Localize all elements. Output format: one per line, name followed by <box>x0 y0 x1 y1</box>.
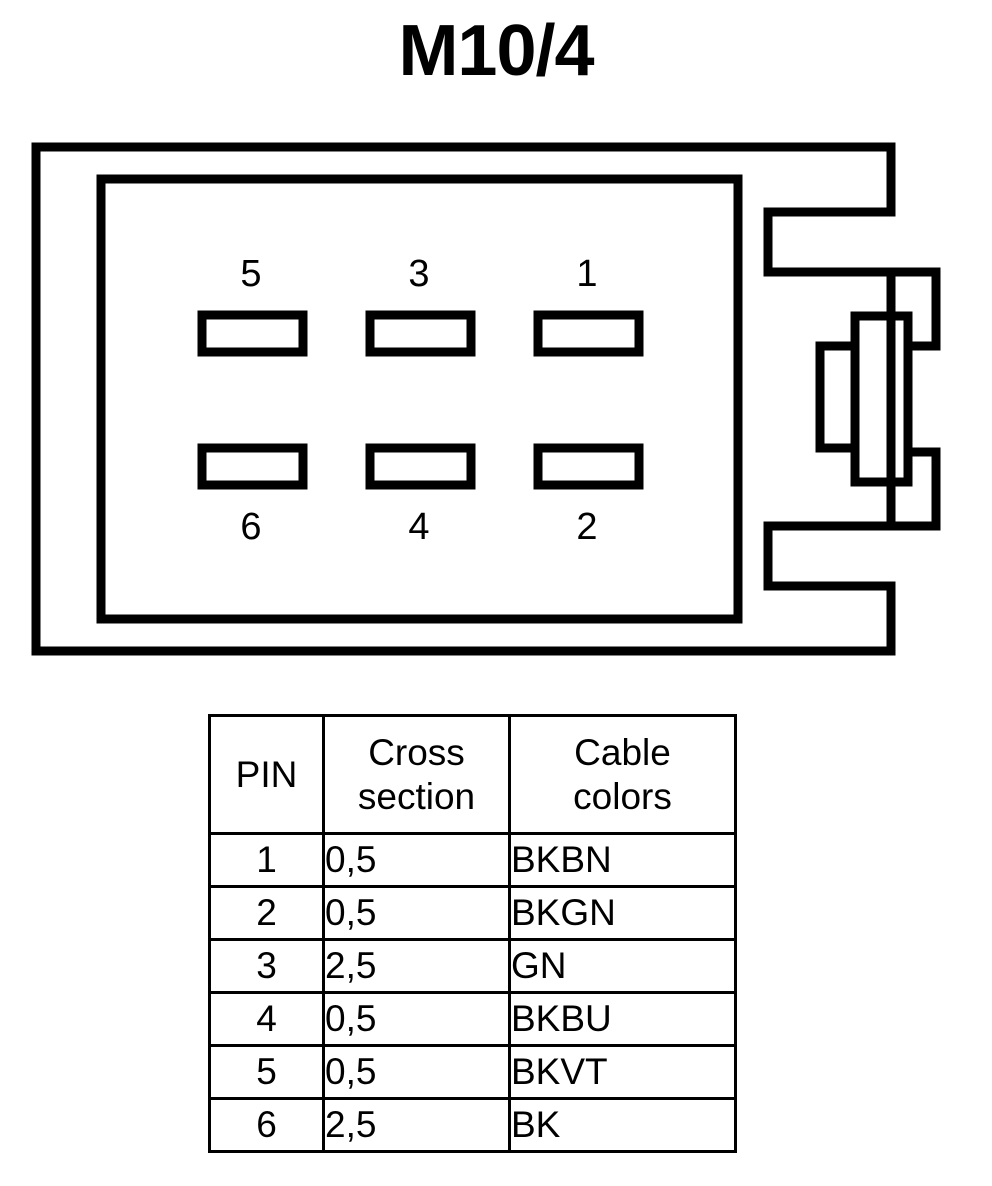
table-row: 2 0,5 BKGN <box>208 885 737 941</box>
pin-slot-1[interactable] <box>533 310 644 357</box>
cell-cross-section: 0,5 <box>322 885 511 941</box>
cell-cross-section: 0,5 <box>322 1044 511 1100</box>
latch-inner-tall-rectangle <box>850 311 913 487</box>
cell-pin: 5 <box>208 1044 325 1100</box>
cell-cable-colors: GN <box>508 938 737 994</box>
pin-slot-3[interactable] <box>365 310 476 357</box>
cell-pin: 1 <box>208 832 325 888</box>
cell-cross-section: 2,5 <box>322 938 511 994</box>
column-header-cable-colors-line2: colors <box>573 775 672 817</box>
cell-cross-section: 0,5 <box>322 991 511 1047</box>
housing-outer-outline <box>31 142 896 656</box>
cell-cross-section: 2,5 <box>322 1097 511 1153</box>
cell-pin: 2 <box>208 885 325 941</box>
pin-assignment-table: PIN Cross section Cable colors 1 0,5 BKB… <box>208 714 737 1153</box>
pin-slot-4[interactable] <box>365 443 476 490</box>
connector-housing-diagram: 5 3 1 6 4 2 <box>31 142 941 656</box>
latch-inner-small-rectangle <box>815 341 860 453</box>
cell-cable-colors: BKVT <box>508 1044 737 1100</box>
cell-pin: 6 <box>208 1097 325 1153</box>
housing-inner-rectangle <box>96 174 743 624</box>
cell-pin: 4 <box>208 991 325 1047</box>
column-header-cross-section: Cross section <box>322 714 511 835</box>
cell-cable-colors: BK <box>508 1097 737 1153</box>
column-header-cable-colors-line1: Cable <box>574 731 671 773</box>
table-row: 3 2,5 GN <box>208 938 737 994</box>
pin-label-6: 6 <box>240 506 261 548</box>
cell-pin: 3 <box>208 938 325 994</box>
pin-slot-5[interactable] <box>197 310 308 357</box>
pin-label-3: 3 <box>408 253 429 295</box>
pin-slot-6[interactable] <box>197 443 308 490</box>
column-header-pin-label: PIN <box>235 753 298 795</box>
cell-cross-section: 0,5 <box>322 832 511 888</box>
column-header-cable-colors: Cable colors <box>508 714 737 835</box>
table-row: 5 0,5 BKVT <box>208 1044 737 1100</box>
column-header-pin: PIN <box>208 714 325 835</box>
table-row: 1 0,5 BKBN <box>208 832 737 888</box>
pin-slot-2[interactable] <box>533 443 644 490</box>
pin-label-1: 1 <box>576 253 597 295</box>
table-header-row: PIN Cross section Cable colors <box>208 714 737 835</box>
cell-cable-colors: BKGN <box>508 885 737 941</box>
table-row: 6 2,5 BK <box>208 1097 737 1153</box>
cell-cable-colors: BKBN <box>508 832 737 888</box>
column-header-cross-section-line2: section <box>357 775 476 817</box>
pin-label-5: 5 <box>240 253 261 295</box>
table-body: 1 0,5 BKBN 2 0,5 BKGN 3 2,5 GN 4 0,5 BKB… <box>208 832 737 1153</box>
pin-label-4: 4 <box>408 506 429 548</box>
pin-label-2: 2 <box>576 506 597 548</box>
table-row: 4 0,5 BKBU <box>208 991 737 1047</box>
pin-assignment-table-container: PIN Cross section Cable colors 1 0,5 BKB… <box>208 714 737 1153</box>
cell-cable-colors: BKBU <box>508 991 737 1047</box>
column-header-cross-section-line1: Cross <box>368 731 465 773</box>
page-title: M10/4 <box>398 11 594 91</box>
